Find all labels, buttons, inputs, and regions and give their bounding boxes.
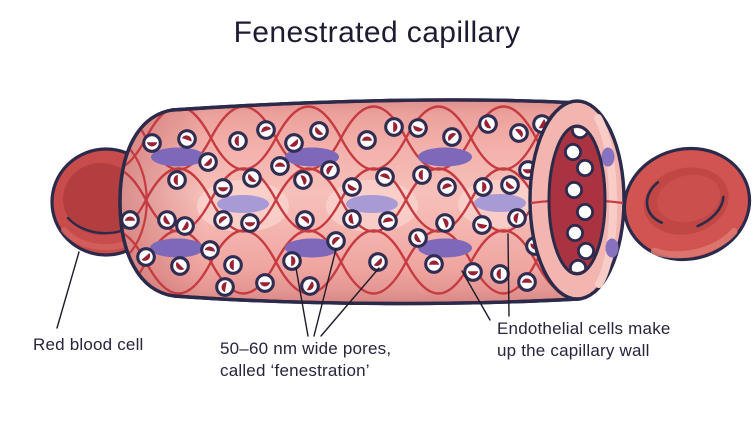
pore-icon bbox=[223, 255, 243, 275]
label-endothelial-line1: Endothelial cells make bbox=[497, 319, 671, 338]
label-red-blood-cell: Red blood cell bbox=[33, 334, 144, 356]
leader-line-rbc bbox=[56, 251, 80, 329]
pore-icon bbox=[213, 178, 233, 198]
lumen-pore-icon bbox=[576, 202, 594, 222]
pore-icon bbox=[282, 251, 302, 271]
pore-icon bbox=[213, 275, 237, 299]
leader-line-pore-2 bbox=[313, 248, 337, 337]
page-title: Fenestrated capillary bbox=[233, 16, 521, 49]
lumen-pore-icon bbox=[564, 142, 582, 162]
open-end-lumen bbox=[528, 99, 626, 301]
pore-icon bbox=[412, 165, 432, 185]
label-endothelial-line2: up the capillary wall bbox=[497, 341, 650, 360]
pore-icon bbox=[376, 209, 400, 233]
label-fenestration-pores: 50–60 nm wide pores, called ‘fenestratio… bbox=[220, 338, 391, 382]
leader-line-pore-3 bbox=[320, 267, 380, 337]
pore-icon bbox=[270, 156, 290, 176]
lumen-pore-icon bbox=[566, 223, 584, 243]
leader-line-endothelial-2 bbox=[507, 233, 510, 317]
lumen-pore-icon bbox=[577, 241, 595, 261]
pore-icon bbox=[384, 117, 404, 137]
pore-icon bbox=[240, 213, 260, 233]
pore-icon bbox=[340, 207, 364, 231]
lumen-pore-icon bbox=[565, 180, 583, 200]
pore-icon bbox=[167, 170, 187, 190]
label-endothelial-cells: Endothelial cells make up the capillary … bbox=[497, 318, 671, 362]
pore-icon bbox=[228, 131, 248, 151]
pore-icon bbox=[470, 213, 494, 237]
cell-nuclei bbox=[150, 147, 526, 258]
leader-line-endothelial-1 bbox=[461, 270, 491, 321]
leader-lines bbox=[56, 233, 510, 337]
pore-icon bbox=[490, 264, 510, 284]
pore-icon bbox=[505, 206, 529, 230]
label-pores-line1: 50–60 nm wide pores, bbox=[220, 339, 392, 358]
rim-nucleus bbox=[605, 238, 619, 258]
pore-icon bbox=[473, 177, 493, 197]
leader-line-pore-1 bbox=[295, 267, 309, 337]
pore-icon bbox=[357, 130, 377, 150]
pore-icon bbox=[424, 254, 444, 274]
red-blood-cell-right bbox=[622, 146, 752, 262]
pore-icon bbox=[198, 238, 222, 262]
label-red-blood-cell-text: Red blood cell bbox=[33, 335, 144, 354]
pore-icon bbox=[463, 262, 483, 282]
pore-icon bbox=[142, 133, 162, 153]
label-pores-line2: called ‘fenestration’ bbox=[220, 361, 370, 380]
pore-icon bbox=[120, 210, 140, 230]
rim-nucleus bbox=[601, 147, 615, 167]
pore-icon bbox=[255, 273, 275, 293]
pore-icon bbox=[517, 272, 537, 292]
lumen-pore-icon bbox=[576, 158, 594, 178]
